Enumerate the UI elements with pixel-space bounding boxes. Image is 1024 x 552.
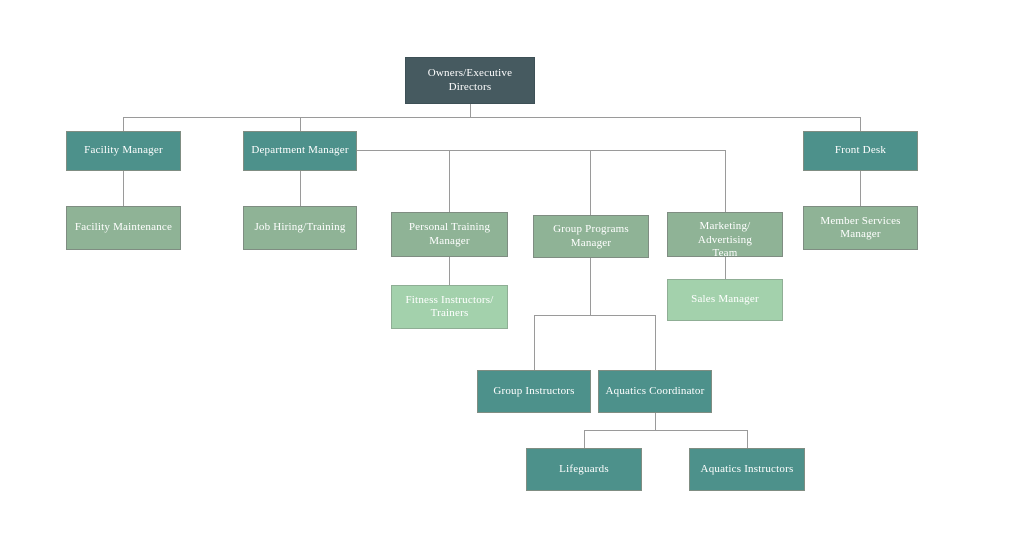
connector-to-front-desk	[860, 117, 861, 131]
connector-to-aquatics-instructors	[747, 430, 748, 448]
node-label: Department Manager	[251, 144, 349, 157]
connector-group-programs-bus	[534, 315, 656, 316]
node-group-instructors[interactable]: Group Instructors	[477, 370, 591, 413]
connector-to-marketing	[725, 150, 726, 212]
node-marketing-advertising-team[interactable]: Marketing/ Advertising Team	[667, 212, 783, 260]
connector-department-to-job-hiring	[300, 171, 301, 206]
connector-department-bus	[356, 150, 725, 151]
node-label: Owners/Executive Directors	[427, 67, 513, 93]
node-label: Sales Manager	[691, 293, 759, 306]
node-label: Lifeguards	[559, 462, 609, 475]
connector-personal-training-to-fitness	[449, 257, 450, 285]
connector-facility-manager-to-maintenance	[123, 171, 124, 206]
node-facility-maintenance[interactable]: Facility Maintenance	[66, 206, 181, 250]
node-label: Job Hiring/Training	[254, 221, 346, 234]
node-label: Fitness Instructors/ Trainers	[392, 294, 507, 321]
connector-group-programs-stem	[590, 258, 591, 315]
node-label-line2: Trainers	[430, 307, 469, 319]
node-lifeguards[interactable]: Lifeguards	[526, 448, 642, 491]
node-label: Group Programs Manager	[553, 223, 629, 249]
node-label-line2: Advertising	[697, 233, 753, 246]
node-label-line2: Manager	[840, 228, 881, 240]
node-label-line1: Marketing/	[699, 220, 751, 233]
connector-to-group-instructors	[534, 315, 535, 370]
node-label: Personal Training Manager	[392, 221, 507, 248]
node-label-line2: Manager	[429, 234, 470, 247]
node-sales-manager[interactable]: Sales Manager	[667, 279, 783, 321]
connector-aquatics-bus	[584, 430, 747, 431]
node-label: Marketing/ Advertising Team	[668, 220, 782, 260]
node-label: Front Desk	[834, 144, 887, 157]
connector-marketing-to-sales	[725, 257, 726, 279]
connector-aquatics-coordinator-stem	[655, 413, 656, 430]
connector-to-facility-manager	[123, 117, 124, 131]
node-label: Facility Maintenance	[74, 221, 173, 234]
node-owners-executive-directors[interactable]: Owners/Executive Directors	[405, 57, 535, 104]
node-front-desk[interactable]: Front Desk	[803, 131, 918, 171]
node-label-line1: Fitness Instructors/	[405, 293, 494, 306]
node-label: Group Instructors	[493, 384, 575, 397]
connector-front-desk-to-member-services	[860, 171, 861, 206]
node-facility-manager[interactable]: Facility Manager	[66, 131, 181, 171]
node-aquatics-coordinator[interactable]: Aquatics Coordinator	[598, 370, 712, 413]
node-label: Member Services Manager	[804, 215, 917, 242]
node-label-line1: Personal Training	[408, 221, 491, 234]
node-department-manager[interactable]: Department Manager	[243, 131, 357, 171]
connector-to-aquatics-coordinator	[655, 315, 656, 370]
node-personal-training-manager[interactable]: Personal Training Manager	[391, 212, 508, 257]
node-job-hiring-training[interactable]: Job Hiring/Training	[243, 206, 357, 250]
node-label: Aquatics Coordinator	[605, 384, 705, 397]
node-label: Facility Manager	[84, 144, 163, 157]
connector-to-department-manager	[300, 117, 301, 131]
node-member-services-manager[interactable]: Member Services Manager	[803, 206, 918, 250]
connector-to-group-programs	[590, 150, 591, 215]
node-label: Aquatics Instructors	[700, 462, 794, 475]
connector-to-personal-training	[449, 150, 450, 212]
node-aquatics-instructors[interactable]: Aquatics Instructors	[689, 448, 805, 491]
connector-owners-bus	[123, 117, 861, 118]
node-label-line3: Team	[712, 247, 738, 260]
connector-owners-stem	[470, 104, 471, 117]
connector-to-lifeguards	[584, 430, 585, 448]
node-group-programs-manager[interactable]: Group Programs Manager	[533, 215, 649, 258]
node-fitness-instructors-trainers[interactable]: Fitness Instructors/ Trainers	[391, 285, 508, 329]
node-label-line1: Member Services	[820, 214, 901, 227]
